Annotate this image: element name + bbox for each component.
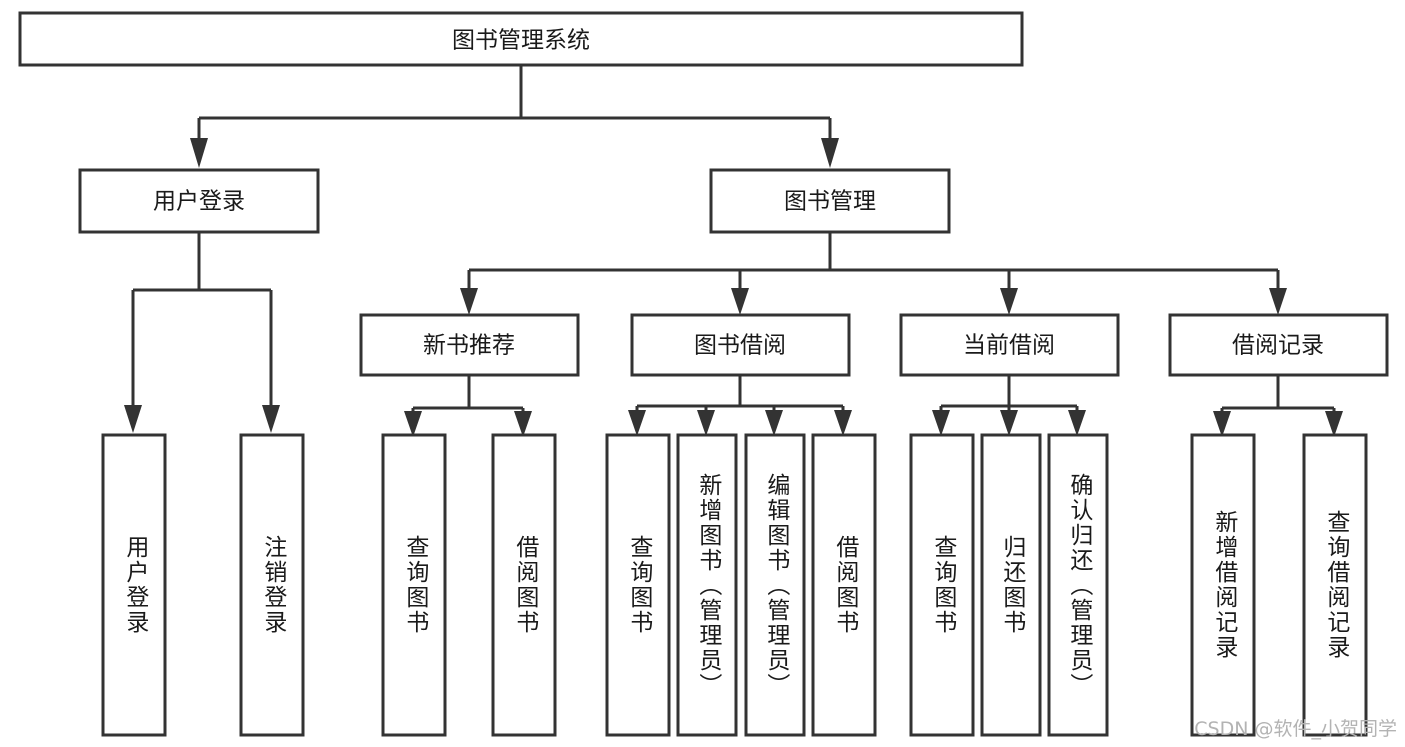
leaf-box-6[interactable] <box>676 433 738 737</box>
node-borrow-record[interactable] <box>1168 313 1389 377</box>
arrow-head-current-borrow <box>1000 288 1018 315</box>
arrow-head-leaf-7 <box>765 410 783 436</box>
arrow-head-leaf-2 <box>262 405 280 433</box>
arrow-head-borrow-book <box>731 288 749 315</box>
arrow-head-new-book <box>460 288 478 315</box>
node-root[interactable] <box>18 11 1024 67</box>
leaf-box-8[interactable] <box>811 433 877 737</box>
arrow-head-leaf-3 <box>404 411 422 437</box>
arrow-head-leaf-6 <box>697 410 715 436</box>
node-book-borrow[interactable] <box>630 313 851 377</box>
arrow-head-leaf-10 <box>1000 410 1018 436</box>
node-book-management-label: 图书管理 <box>784 189 876 215</box>
node-book-management[interactable] <box>709 168 951 234</box>
node-root-label: 图书管理系统 <box>452 28 590 54</box>
node-labels: 图书管理系统 用户登录 图书管理 新书推荐 图书借阅 当前借阅 借阅记录 <box>153 28 1324 359</box>
leaf-box-13[interactable] <box>1302 433 1368 737</box>
node-boxes <box>18 11 1389 737</box>
watermark-text: CSDN @软件_小贺同学 <box>1194 718 1397 740</box>
node-user-login[interactable] <box>78 168 320 234</box>
arrow-head-user-login <box>190 138 208 168</box>
node-new-book-recommend-label: 新书推荐 <box>423 333 515 359</box>
leaf-box-9[interactable] <box>909 433 975 737</box>
arrow-head-leaf-13 <box>1325 411 1343 437</box>
leaf-box-4[interactable] <box>491 433 557 737</box>
arrow-head-leaf-4 <box>514 411 532 437</box>
arrow-head-leaf-9 <box>932 410 950 436</box>
node-user-login-label: 用户登录 <box>153 189 245 215</box>
arrow-head-leaf-8 <box>834 410 852 436</box>
leaf-box-3[interactable] <box>381 433 447 737</box>
node-current-borrow-label: 当前借阅 <box>963 333 1055 359</box>
arrow-head-book-mgmt <box>821 138 839 168</box>
node-new-book-recommend[interactable] <box>359 313 580 377</box>
leaf-box-1[interactable] <box>101 433 167 737</box>
leaf-box-11[interactable] <box>1047 433 1109 737</box>
leaf-box-12[interactable] <box>1190 433 1256 737</box>
node-borrow-record-label: 借阅记录 <box>1232 333 1324 359</box>
arrow-head-leaf-11 <box>1068 410 1086 436</box>
leaf-box-2[interactable] <box>239 433 305 737</box>
leaf-box-5[interactable] <box>605 433 671 737</box>
leaf-box-7[interactable] <box>744 433 806 737</box>
connectors <box>124 65 1343 437</box>
arrow-head-leaf-12 <box>1213 411 1231 437</box>
node-book-borrow-label: 图书借阅 <box>694 333 786 359</box>
arrow-head-leaf-5 <box>628 410 646 436</box>
node-current-borrow[interactable] <box>899 313 1120 377</box>
leaf-box-10[interactable] <box>980 433 1042 737</box>
arrow-head-borrow-record <box>1269 288 1287 315</box>
arrow-head-leaf-1 <box>124 405 142 433</box>
